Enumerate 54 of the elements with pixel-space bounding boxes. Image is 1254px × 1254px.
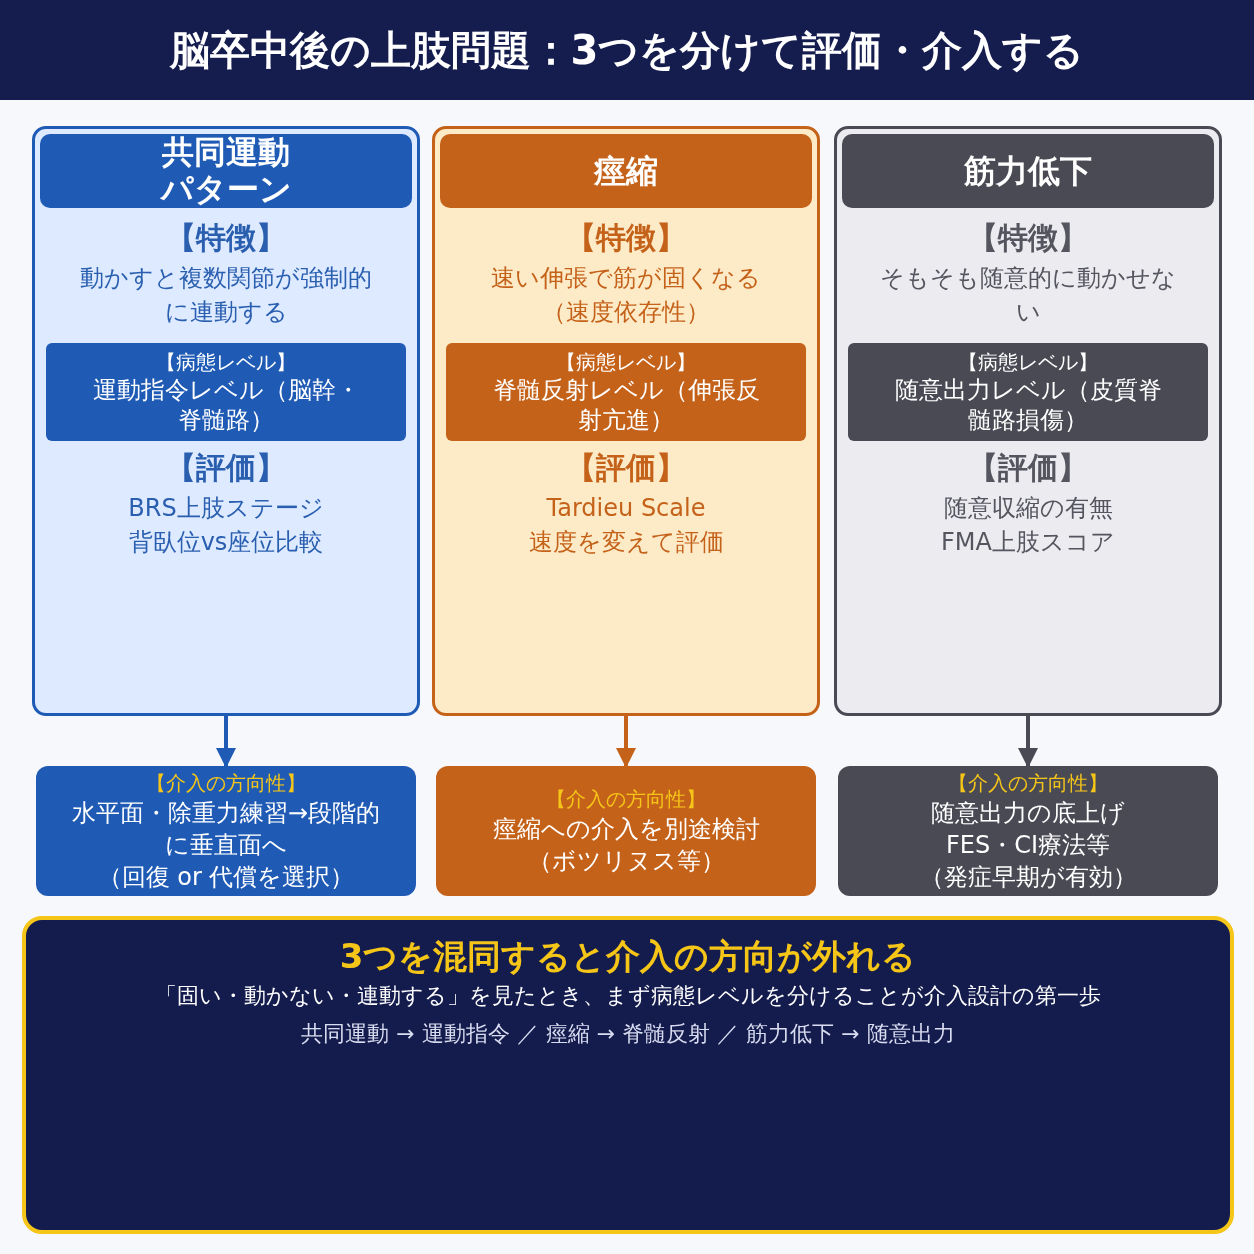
summary-heading: 3つを混同すると介入の方向が外れる <box>339 935 917 978</box>
category-panel <box>834 126 1222 716</box>
intervention-box <box>36 766 416 896</box>
box-heading: 【病態レベル】 <box>556 349 696 375</box>
box-text: 脊髄反射レベル（伸張反射亢進） <box>491 375 761 435</box>
panel-text: Tardieu Scale <box>545 493 707 524</box>
intervention-box <box>436 766 816 896</box>
panel-header <box>842 134 1214 208</box>
summary-text: 「固い・動かない・連動する」を見たとき、まず病態レベルを分けることが介入設計の第一歩 <box>155 982 1101 1010</box>
box-text: （ボツリヌス等） <box>527 846 725 877</box>
panel-text: FMA上肢スコア <box>940 527 1116 558</box>
box-heading: 【病態レベル】 <box>156 349 296 375</box>
header-title: 痙縮 <box>593 152 659 190</box>
box-heading: 【介入の方向性】 <box>948 770 1108 797</box>
arrow <box>1018 716 1038 768</box>
panel-text: 随意収縮の有無 <box>942 493 1114 524</box>
box-text: 水平面・除重力練習→段階的に垂直面へ <box>70 798 382 861</box>
pathology-box <box>848 343 1208 441</box>
panel-text: BRS上肢ステージ <box>127 493 325 524</box>
pathology-box <box>46 343 406 441</box>
summary-text: 共同運動 → 運動指令 ／ 痙縮 → 脊髄反射 ／ 筋力低下 → 随意出力 <box>301 1020 955 1048</box>
box-text: （発症早期が有効） <box>919 862 1137 893</box>
arrow <box>616 716 636 768</box>
section-heading: 【評価】 <box>967 451 1089 485</box>
box-text: 痙縮への介入を別途検討 <box>492 814 760 845</box>
header-title: 共同運動パターン <box>159 134 293 208</box>
panel-text: 動かすと複数関節が強制的に連動する <box>79 263 373 328</box>
box-text: 随意出力レベル（皮質脊髄路損傷） <box>893 375 1163 435</box>
section-heading: 【評価】 <box>165 451 287 485</box>
panel-text: 速い伸張で筋が固くなる（速度依存性） <box>490 263 762 328</box>
section-heading: 【特徴】 <box>565 221 687 255</box>
title-bar: 脳卒中後の上肢問題：3つを分けて評価・介入する <box>0 0 1254 100</box>
box-text: 随意出力の底上げ <box>931 798 1125 829</box>
summary-panel <box>22 916 1234 1234</box>
box-text: （回復 or 代償を選択） <box>97 862 355 893</box>
box-heading: 【病態レベル】 <box>958 349 1098 375</box>
box-text: FES・CI療法等 <box>945 830 1110 861</box>
category-panel <box>432 126 820 716</box>
panel-text: 速度を変えて評価 <box>527 527 725 558</box>
header-title: 筋力低下 <box>963 152 1093 190</box>
panel-text: 背臥位vs座位比較 <box>127 527 325 558</box>
panel-header <box>40 134 412 208</box>
arrow <box>216 716 236 768</box>
section-heading: 【特徴】 <box>967 221 1089 255</box>
category-panel <box>32 126 420 716</box>
box-heading: 【介入の方向性】 <box>146 770 306 797</box>
intervention-box <box>838 766 1218 896</box>
section-heading: 【特徴】 <box>165 221 287 255</box>
pathology-box <box>446 343 806 441</box>
panel-header <box>440 134 812 208</box>
panel-text: そもそも随意的に動かせない <box>879 263 1177 328</box>
section-heading: 【評価】 <box>565 451 687 485</box>
box-heading: 【介入の方向性】 <box>546 786 706 813</box>
box-text: 運動指令レベル（脳幹・脊髄路） <box>91 375 361 435</box>
